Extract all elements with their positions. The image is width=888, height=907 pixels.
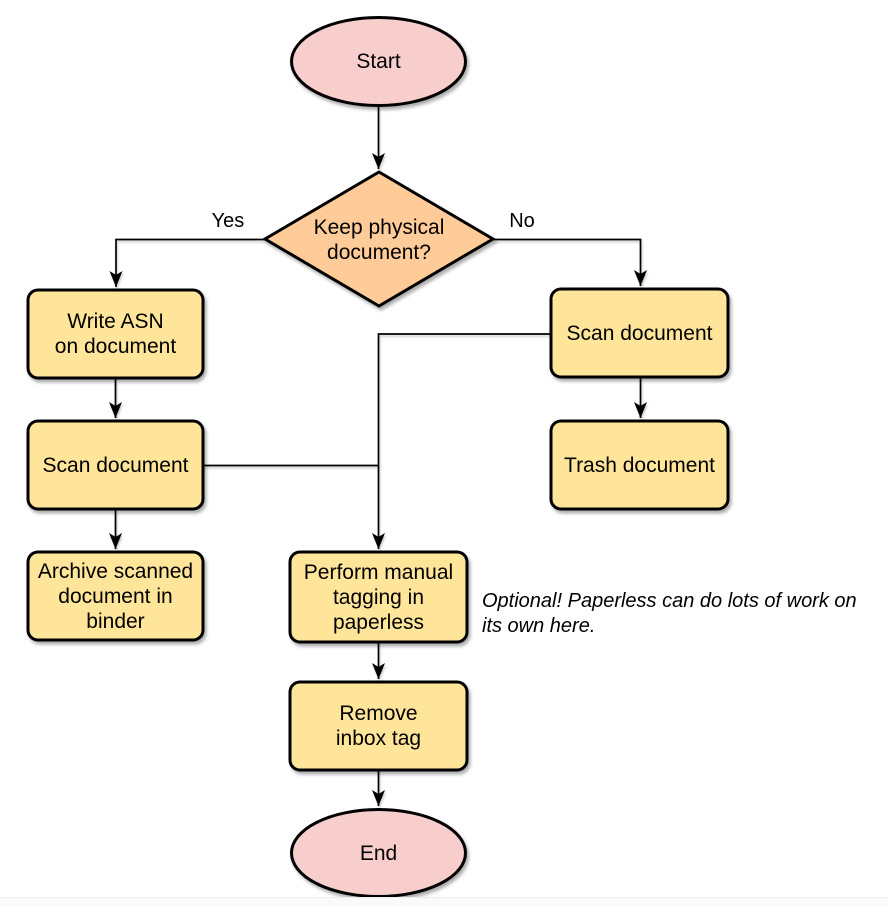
end-terminal-shape [290, 808, 467, 898]
edge-scan-right-to-tagging [372, 333, 551, 549]
tagging-shape [288, 550, 469, 644]
edge-decision-yes-to-write-asn [109, 238, 265, 287]
trash-shape [549, 419, 730, 511]
scan-left-shape [26, 419, 205, 511]
edge-decision-no-to-scan-right [493, 238, 647, 286]
yes-edge-label: Yes [211, 209, 245, 232]
decision-diamond-shape [262, 170, 496, 308]
no-edge-label: No [509, 209, 535, 232]
write-asn-shape [26, 288, 205, 380]
edges [109, 107, 647, 806]
remove-tag-shape [288, 680, 469, 772]
archive-shape [26, 550, 205, 642]
optional-note: Optional! Paperless can do lots of work … [482, 590, 857, 637]
start-terminal-shape [290, 16, 467, 107]
shapes [26, 16, 730, 898]
scan-right-shape [549, 287, 730, 379]
page-bottom-divider [0, 897, 888, 907]
